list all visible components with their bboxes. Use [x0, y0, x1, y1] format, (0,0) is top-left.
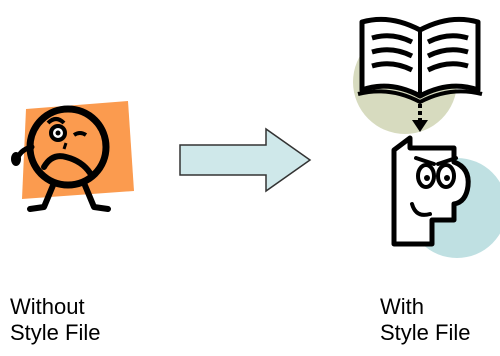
caption-with-line1: With [380, 294, 424, 319]
caption-with-style-file: With Style File [380, 294, 470, 346]
face-legs [27, 180, 111, 212]
down-arrow-icon [412, 104, 428, 132]
transform-arrow [178, 125, 314, 195]
sad-face-icon [11, 101, 134, 212]
right-arrow-icon [179, 127, 312, 193]
caption-without-line2: Style File [10, 320, 101, 345]
book-and-document-icon [353, 16, 500, 258]
styled-figure [350, 8, 500, 263]
caption-without-style-file: Without Style File [10, 294, 100, 346]
happy-document-icon [391, 135, 471, 247]
caption-without-line1: Without [10, 294, 85, 319]
open-book-icon [357, 16, 483, 105]
face-frown [41, 153, 93, 176]
sad-face-figure [0, 95, 140, 225]
caption-with-line2: Style File [380, 320, 471, 345]
face-head [26, 105, 110, 189]
